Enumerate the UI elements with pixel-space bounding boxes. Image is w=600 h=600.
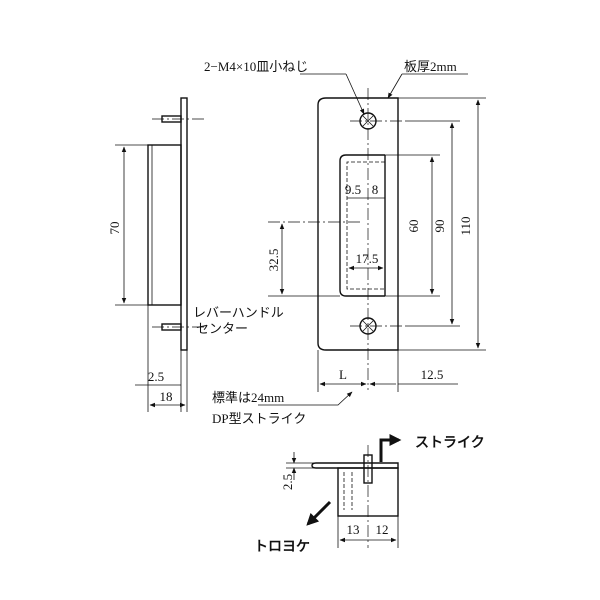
strike-arrow-icon: [379, 434, 402, 462]
dim-12_5-label: 12.5: [421, 367, 444, 382]
dim-8-label: 8: [372, 182, 379, 197]
detail-plate: [311, 462, 399, 469]
dim-13-label: 13: [347, 522, 360, 537]
front-opening-inner-hidden: [346, 161, 385, 290]
dim-110-label: 110: [458, 216, 473, 235]
dim-70-label: 70: [107, 222, 122, 235]
screw-note: 2−M4×10皿小ねじ: [204, 59, 308, 74]
front-screw-bottom-cross-b: [362, 320, 374, 332]
dim-9_5-label: 9.5: [345, 182, 361, 197]
side-view: 70 2.5 18 レバーハンドル センター: [107, 97, 284, 412]
dim-12-label: 12: [376, 522, 389, 537]
plate-thickness-note: 板厚2mm: [404, 59, 457, 74]
standard-note-1: 標準は24mm: [212, 390, 284, 405]
front-screw-top-cross-b: [362, 115, 374, 127]
dim-L-label: L: [339, 367, 347, 382]
dim-18-label: 18: [160, 389, 173, 404]
side-box-body: [147, 144, 182, 306]
dim-32_5-label: 32.5: [266, 249, 281, 272]
dim-2_5-left-label: 2.5: [148, 369, 164, 384]
lever-center-label-1: レバーハンドル: [193, 305, 284, 320]
screw-note-leader: [345, 73, 365, 115]
front-opening: [339, 154, 385, 297]
front-view: 9.5 8 17.5 32.5 60 90 110 L 12.5: [204, 59, 486, 426]
thickness-note-leader: [387, 73, 403, 99]
dim-90-label: 90: [432, 220, 447, 233]
lever-center-label-2: センター: [196, 321, 248, 336]
standard-note-2: DP型ストライク: [212, 411, 306, 426]
latch-arrow-icon: [306, 500, 332, 526]
dim-60-label: 60: [406, 220, 421, 233]
strike-label: ストライク: [415, 435, 485, 451]
latch-label: トロヨケ: [254, 539, 310, 555]
dim-2_5-bottom-label: 2.5: [280, 474, 295, 490]
front-plate-outline: [317, 97, 399, 351]
standard-note-leader: [258, 391, 353, 406]
bottom-detail-view: 2.5 13 12 ストライク トロヨケ: [254, 434, 485, 555]
dim-17_5-label: 17.5: [356, 251, 379, 266]
side-face-plate: [180, 97, 188, 351]
